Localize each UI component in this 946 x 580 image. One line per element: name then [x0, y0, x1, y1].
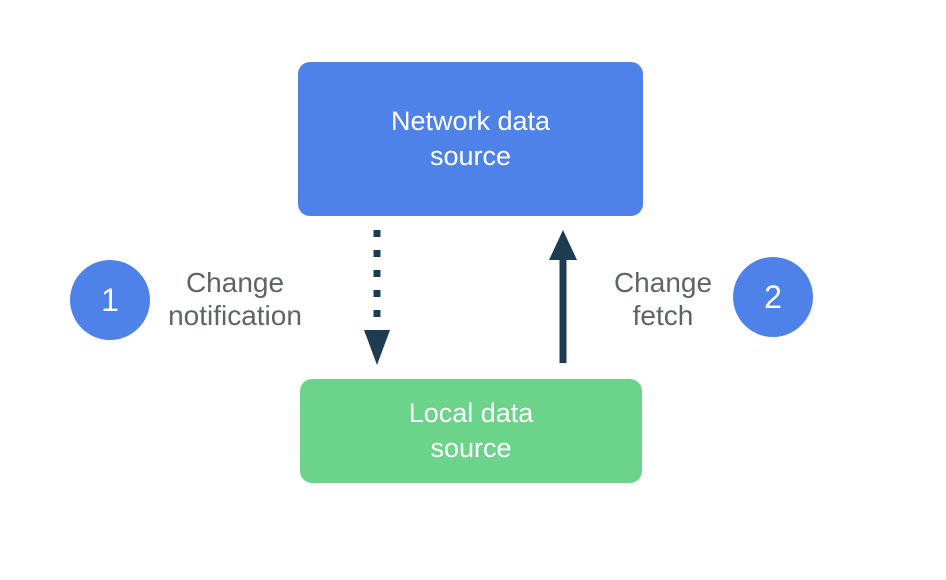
network-data-source-label: Network data source — [390, 106, 551, 171]
local-data-source-label: Local data source — [408, 398, 534, 463]
network-data-source-node: Network data source — [298, 62, 643, 216]
step-2-number: 2 — [764, 278, 782, 315]
change-notification-arrowhead-icon — [364, 330, 390, 365]
step-1-badge: 1 — [70, 260, 150, 340]
change-notification-label: Change notification — [168, 267, 302, 331]
change-fetch-label: Change fetch — [613, 267, 713, 331]
change-fetch-arrowhead-icon — [549, 230, 577, 260]
local-data-source-node: Local data source — [300, 379, 642, 483]
step-2-badge: 2 — [733, 257, 813, 337]
step-1-number: 1 — [101, 281, 119, 318]
change-notification-arrow-down — [364, 230, 390, 365]
